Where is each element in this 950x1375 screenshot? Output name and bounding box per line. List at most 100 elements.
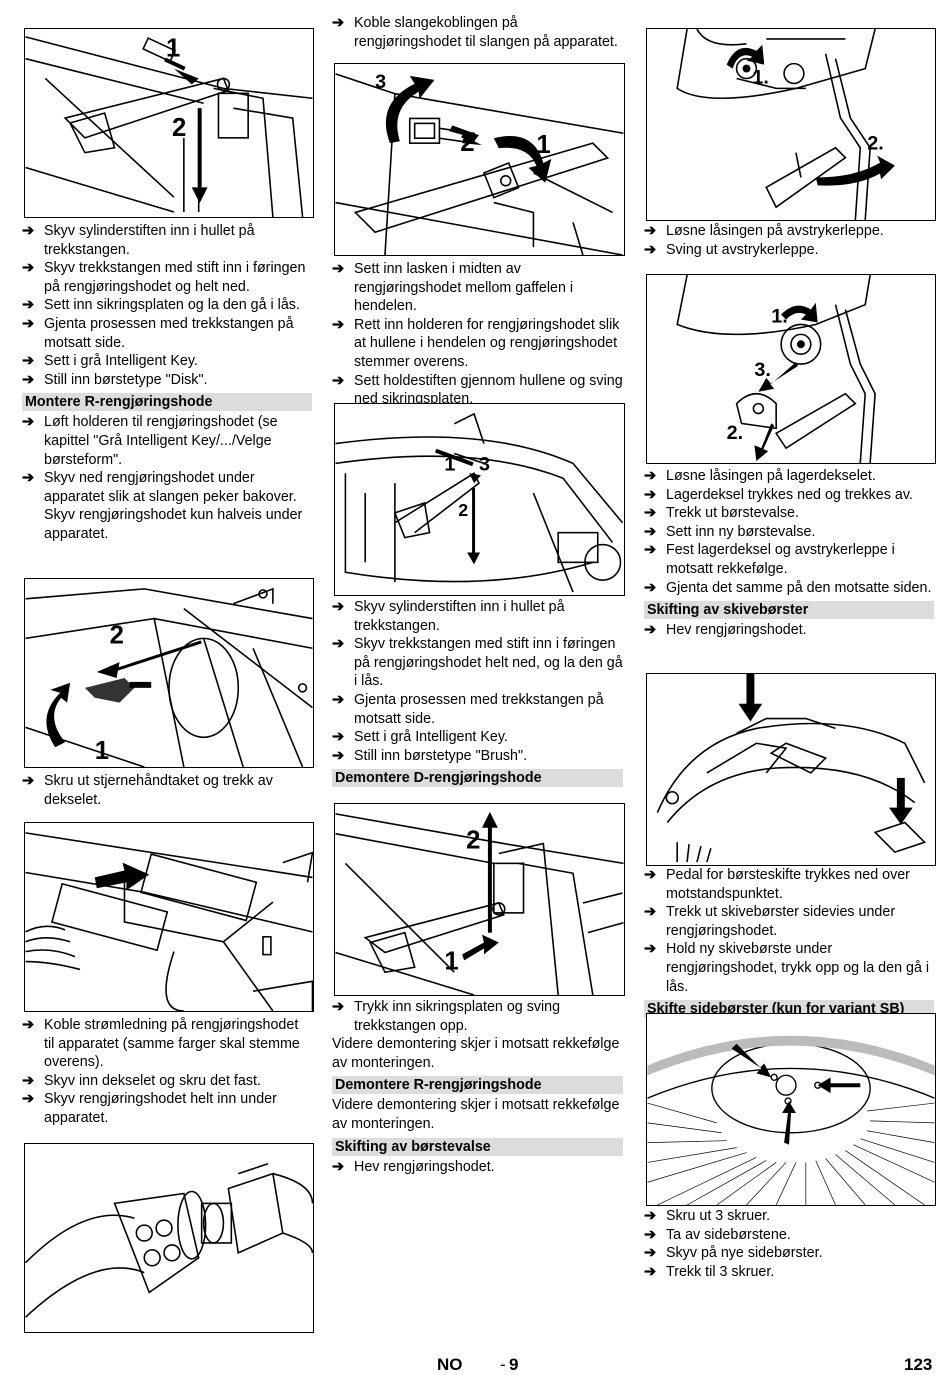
step-item: ➔Hold ny skivebørste under rengjøringsho… (644, 941, 930, 995)
fig-label-2: 2 (466, 827, 480, 855)
arrow-icon: ➔ (22, 1091, 34, 1108)
text-block-c3-2: ➔Løsne låsingen på lagerdekselet. ➔Lager… (644, 467, 934, 640)
fig-label-2: 2 (458, 500, 468, 520)
text-block-c2-1: ➔Sett inn lasken i midten av rengjørings… (332, 260, 623, 409)
step-item: ➔Løsne låsingen på avstrykerleppe. (644, 223, 884, 239)
step-item: ➔Skyv på nye sidebørster. (644, 1245, 823, 1262)
step-item: ➔Koble strømledning på rengjøringshodet … (22, 1017, 300, 1071)
figure-cleaning-head-mount: 1 3 2 (334, 403, 625, 596)
step-item: ➔Sett inn sikringsplaten og la den gå i … (22, 297, 300, 314)
step-item: ➔Løsne låsingen på lagerdekselet. (644, 468, 876, 484)
section-heading: Demontere D-rengjøringshode (332, 769, 623, 788)
step-item: ➔Still inn børstetype "Brush". (332, 747, 528, 764)
arrow-icon: ➔ (644, 1226, 656, 1243)
power-connector-illustration (25, 832, 313, 1011)
squeegee-lock-illustration: 1. 2. (676, 29, 895, 220)
arrow-icon: ➔ (22, 371, 34, 388)
figure-holder-fork: 3 2 1 (334, 63, 625, 256)
fig-label-3: 3 (375, 71, 386, 93)
text-block-c2-3: ➔Trykk inn sikringsplaten og sving trekk… (332, 998, 623, 1176)
step-item: ➔Skyv trekkstangen med stift inn i førin… (332, 636, 623, 690)
arrow-icon: ➔ (332, 636, 344, 653)
fig-label-2: 2. (867, 133, 884, 155)
arrow-icon: ➔ (332, 372, 344, 389)
arrow-icon: ➔ (644, 505, 656, 522)
footer-local-page: 9 (509, 1355, 519, 1374)
arrow-icon: ➔ (644, 241, 656, 258)
fig-label-1: 1 (95, 737, 109, 765)
step-item: ➔Skyv sylinderstiften inn i hullet på tr… (22, 223, 255, 258)
drawbar-pin-illustration: 1 2 (25, 35, 313, 217)
step-item: ➔Trekk til 3 skruer. (644, 1263, 775, 1280)
figure-drawbar-pin: 1 2 (24, 28, 314, 218)
step-item: ➔Lagerdeksel trykkes ned og trekkes av. (644, 486, 913, 503)
paragraph: Videre demontering skjer i motsatt rekke… (332, 1097, 620, 1132)
arrow-icon: ➔ (22, 315, 34, 332)
text-block-c1-3: ➔Koble strømledning på rengjøringshodet … (22, 1016, 312, 1128)
text-block-c3-1: ➔Løsne låsingen på avstrykerleppe. ➔Svin… (644, 222, 934, 259)
figure-star-knob: 2 1 (24, 578, 314, 768)
disc-brush-pedal-illustration (656, 674, 927, 863)
bearing-cover-illustration: 1. 3. 2. (676, 275, 876, 463)
figure-drawbar-release: 2 1 (334, 803, 625, 996)
arrow-icon: ➔ (644, 1208, 656, 1224)
step-item: ➔Sett i grå Intelligent Key. (22, 353, 198, 370)
paragraph: Videre demontering skjer i motsatt rekke… (332, 1036, 620, 1071)
footer-separator: - (500, 1355, 506, 1374)
fig-label-1: 1. (752, 66, 769, 88)
holder-fork-illustration: 3 2 1 (335, 71, 624, 255)
arrow-icon: ➔ (332, 691, 344, 708)
cleaning-head-mount-illustration: 1 3 2 (335, 412, 624, 593)
fig-label-1: 1. (771, 305, 787, 327)
footer-page-number: 123 (904, 1355, 933, 1374)
step-item: ➔Koble slangekoblingen på rengjøringshod… (332, 15, 618, 50)
arrow-icon: ➔ (644, 468, 656, 484)
step-item: ➔Ta av sidebørstene. (644, 1226, 791, 1243)
section-heading: Demontere R-rengjøringshode (332, 1076, 623, 1095)
step-item: ➔Sett i grå Intelligent Key. (332, 729, 508, 746)
arrow-icon: ➔ (22, 353, 34, 370)
arrow-icon: ➔ (644, 1263, 656, 1280)
arrow-icon: ➔ (644, 867, 656, 883)
step-item: ➔Gjenta prosessen med trekkstangen på mo… (22, 315, 294, 351)
arrow-icon: ➔ (332, 999, 344, 1015)
step-item: ➔Trekk ut børstevalse. (644, 505, 799, 522)
step-item: ➔Gjenta det samme på den motsatte siden. (644, 579, 932, 596)
step-item: ➔Skru ut stjernehåndtaket og trekk av de… (22, 773, 273, 808)
arrow-icon: ➔ (22, 414, 34, 431)
step-item: ➔Sett inn ny børstevalse. (644, 523, 816, 540)
section-heading: Montere R-rengjøringshode (22, 393, 312, 412)
arrow-icon: ➔ (644, 223, 656, 239)
text-block-c1-2: ➔Skru ut stjernehåndtaket og trekk av de… (22, 772, 312, 809)
arrow-icon: ➔ (22, 260, 34, 277)
fig-label-3: 3. (754, 359, 770, 381)
arrow-icon: ➔ (22, 1017, 34, 1033)
figure-bearing-cover: 1. 3. 2. (646, 274, 936, 464)
arrow-icon: ➔ (332, 1158, 344, 1175)
step-item: ➔Skyv ned rengjøringshodet under apparat… (22, 470, 303, 542)
text-block-c2-2: ➔Skyv sylinderstiften inn i hullet på tr… (332, 598, 623, 789)
step-item: ➔Hev rengjøringshodet. (644, 622, 807, 639)
fig-label-1: 1 (444, 453, 455, 475)
fig-label-2: 2 (110, 621, 124, 649)
arrow-icon: ➔ (644, 622, 656, 639)
arrow-icon: ➔ (644, 1245, 656, 1262)
step-item: ➔Pedal for børsteskifte trykkes ned over… (644, 867, 910, 902)
arrow-icon: ➔ (332, 261, 344, 277)
step-item: ➔Sett inn lasken i midten av rengjørings… (332, 261, 574, 315)
step-item: ➔Hev rengjøringshodet. (332, 1158, 495, 1175)
step-item: ➔Still inn børstetype "Disk". (22, 371, 208, 388)
arrow-icon: ➔ (332, 15, 344, 31)
step-item: ➔Fest lagerdeksel og avstrykerleppe i mo… (644, 542, 895, 577)
arrow-icon: ➔ (644, 523, 656, 540)
figure-squeegee-lock: 1. 2. (646, 28, 936, 221)
figure-hose-coupling (24, 1143, 314, 1333)
arrow-icon: ➔ (644, 941, 656, 958)
section-heading: Skifting av skivebørster (644, 601, 934, 620)
figure-side-brush (646, 1013, 936, 1206)
text-block-c1-1: ➔Skyv sylinderstiften inn i hullet på tr… (22, 222, 312, 544)
step-item: ➔Trykk inn sikringsplaten og sving trekk… (332, 999, 561, 1034)
figure-power-connector (24, 822, 314, 1012)
arrow-icon: ➔ (22, 773, 34, 789)
drawbar-release-illustration: 2 1 (335, 811, 624, 995)
